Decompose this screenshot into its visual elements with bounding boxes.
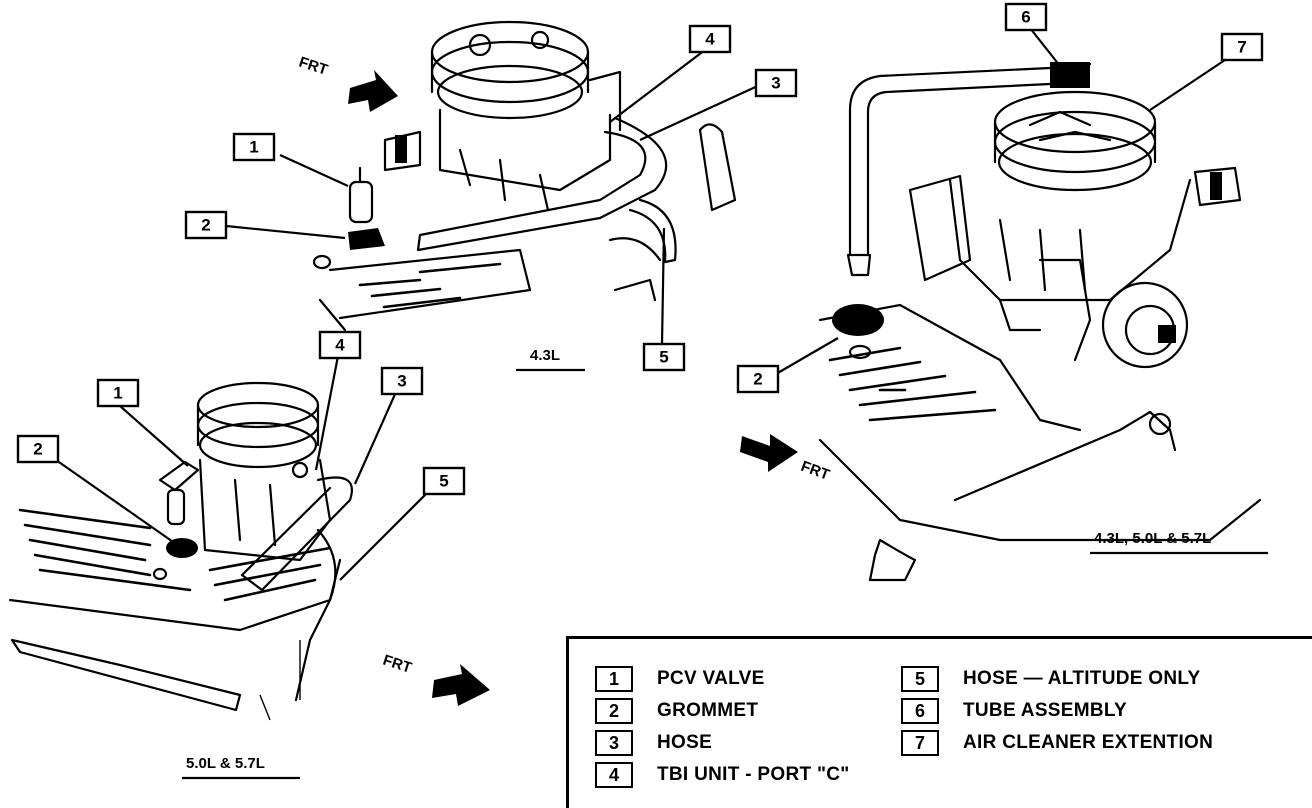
callout-1: 1 [232, 132, 349, 188]
air-cleaner-extension [993, 90, 1157, 192]
callout-3: 3 [639, 68, 798, 141]
callout-2: 2 [184, 210, 346, 240]
callout-7: 7 [1149, 32, 1264, 111]
svg-text:3: 3 [771, 74, 780, 93]
legend-number: 4 [595, 762, 633, 788]
legend-label: HOSE [657, 732, 713, 753]
legend-item: 2 GROMMET [595, 695, 850, 727]
valve-cover-right [818, 303, 1262, 582]
legend-label: PCV VALVE [657, 668, 765, 689]
legend-item: 1 PCV VALVE [595, 663, 850, 695]
legend-number: 6 [901, 698, 939, 724]
legend-item: 3 HOSE [595, 727, 850, 759]
legend-left-column: 1 PCV VALVE 2 GROMMET 3 HOSE 4 TBI UNIT … [595, 663, 850, 791]
legend-panel: 1 PCV VALVE 2 GROMMET 3 HOSE 4 TBI UNIT … [566, 636, 1312, 808]
valve-cover-5-0l [8, 508, 342, 721]
svg-text:4: 4 [335, 336, 345, 355]
pcv-valve-5-0l [158, 460, 200, 526]
legend-item: 7 AIR CLEANER EXTENTION [901, 727, 1213, 759]
grommet-5-0l [152, 538, 198, 581]
legend-number: 3 [595, 730, 633, 756]
hose-4-3l [416, 116, 677, 264]
tbi-unit-right [908, 166, 1242, 369]
tbi-unit-5-0l [196, 381, 332, 562]
legend-item: 4 TBI UNIT - PORT "C" [595, 759, 850, 791]
tube-assembly [846, 62, 1092, 277]
front-arrow-5-0l: FRT [381, 652, 490, 706]
svg-text:5: 5 [439, 472, 448, 491]
view-caption: 5.0L & 5.7L [186, 755, 265, 772]
valve-cover-4-3l [318, 237, 662, 332]
view-caption: 4.3L, 5.0L & 5.7L [1094, 530, 1211, 547]
callout-4: 4 [314, 330, 362, 471]
front-arrow-4-3l: FRT [297, 54, 398, 112]
frt-label: FRT [799, 458, 832, 484]
legend-number: 2 [595, 698, 633, 724]
svg-text:5: 5 [659, 348, 668, 367]
pcv-valve-4-3l [348, 166, 374, 224]
grommet-4-3l [312, 228, 385, 270]
hose-5-0l [240, 476, 353, 702]
legend-right-column: 5 HOSE — ALTITUDE ONLY 6 TUBE ASSEMBLY 7… [901, 663, 1213, 759]
tbi-unit-4-3l [383, 20, 737, 212]
legend-label: TUBE ASSEMBLY [963, 700, 1128, 721]
view-4-3l: FRT 4.3L 1 2 3 4 5 [184, 20, 798, 372]
view-5-0l-5-7l: FRT 5.0L & 5.7L 1 2 3 4 5 [8, 330, 490, 780]
svg-text:3: 3 [397, 372, 406, 391]
svg-text:2: 2 [33, 440, 42, 459]
front-arrow-right: FRT [740, 434, 832, 484]
callout-5: 5 [642, 227, 686, 372]
callout-2: 2 [16, 434, 177, 545]
callout-3: 3 [353, 366, 424, 485]
legend-number: 5 [901, 666, 939, 692]
svg-text:4: 4 [705, 30, 715, 49]
svg-text:1: 1 [113, 384, 122, 403]
frt-label: FRT [381, 652, 414, 677]
legend-label: AIR CLEANER EXTENTION [963, 732, 1214, 753]
legend-label: HOSE — ALTITUDE ONLY [963, 668, 1201, 689]
legend-number: 1 [595, 666, 633, 692]
callout-2: 2 [736, 337, 839, 394]
svg-text:2: 2 [201, 216, 210, 235]
legend-label: GROMMET [657, 700, 759, 721]
view-all-engines: FRT 4.3L, 5.0L & 5.7L 2 6 7 [736, 2, 1268, 582]
callout-5: 5 [339, 466, 466, 581]
svg-text:1: 1 [249, 138, 258, 157]
callout-1: 1 [96, 378, 189, 467]
legend-item: 6 TUBE ASSEMBLY [901, 695, 1213, 727]
callout-4: 4 [609, 24, 732, 123]
svg-text:2: 2 [753, 370, 762, 389]
svg-text:7: 7 [1237, 38, 1246, 57]
legend-number: 7 [901, 730, 939, 756]
callout-6: 6 [1004, 2, 1061, 67]
svg-text:6: 6 [1021, 8, 1030, 27]
view-caption: 4.3L [530, 347, 560, 364]
legend-item: 5 HOSE — ALTITUDE ONLY [901, 663, 1213, 695]
legend-label: TBI UNIT - PORT "C" [657, 764, 850, 785]
frt-label: FRT [297, 54, 330, 79]
